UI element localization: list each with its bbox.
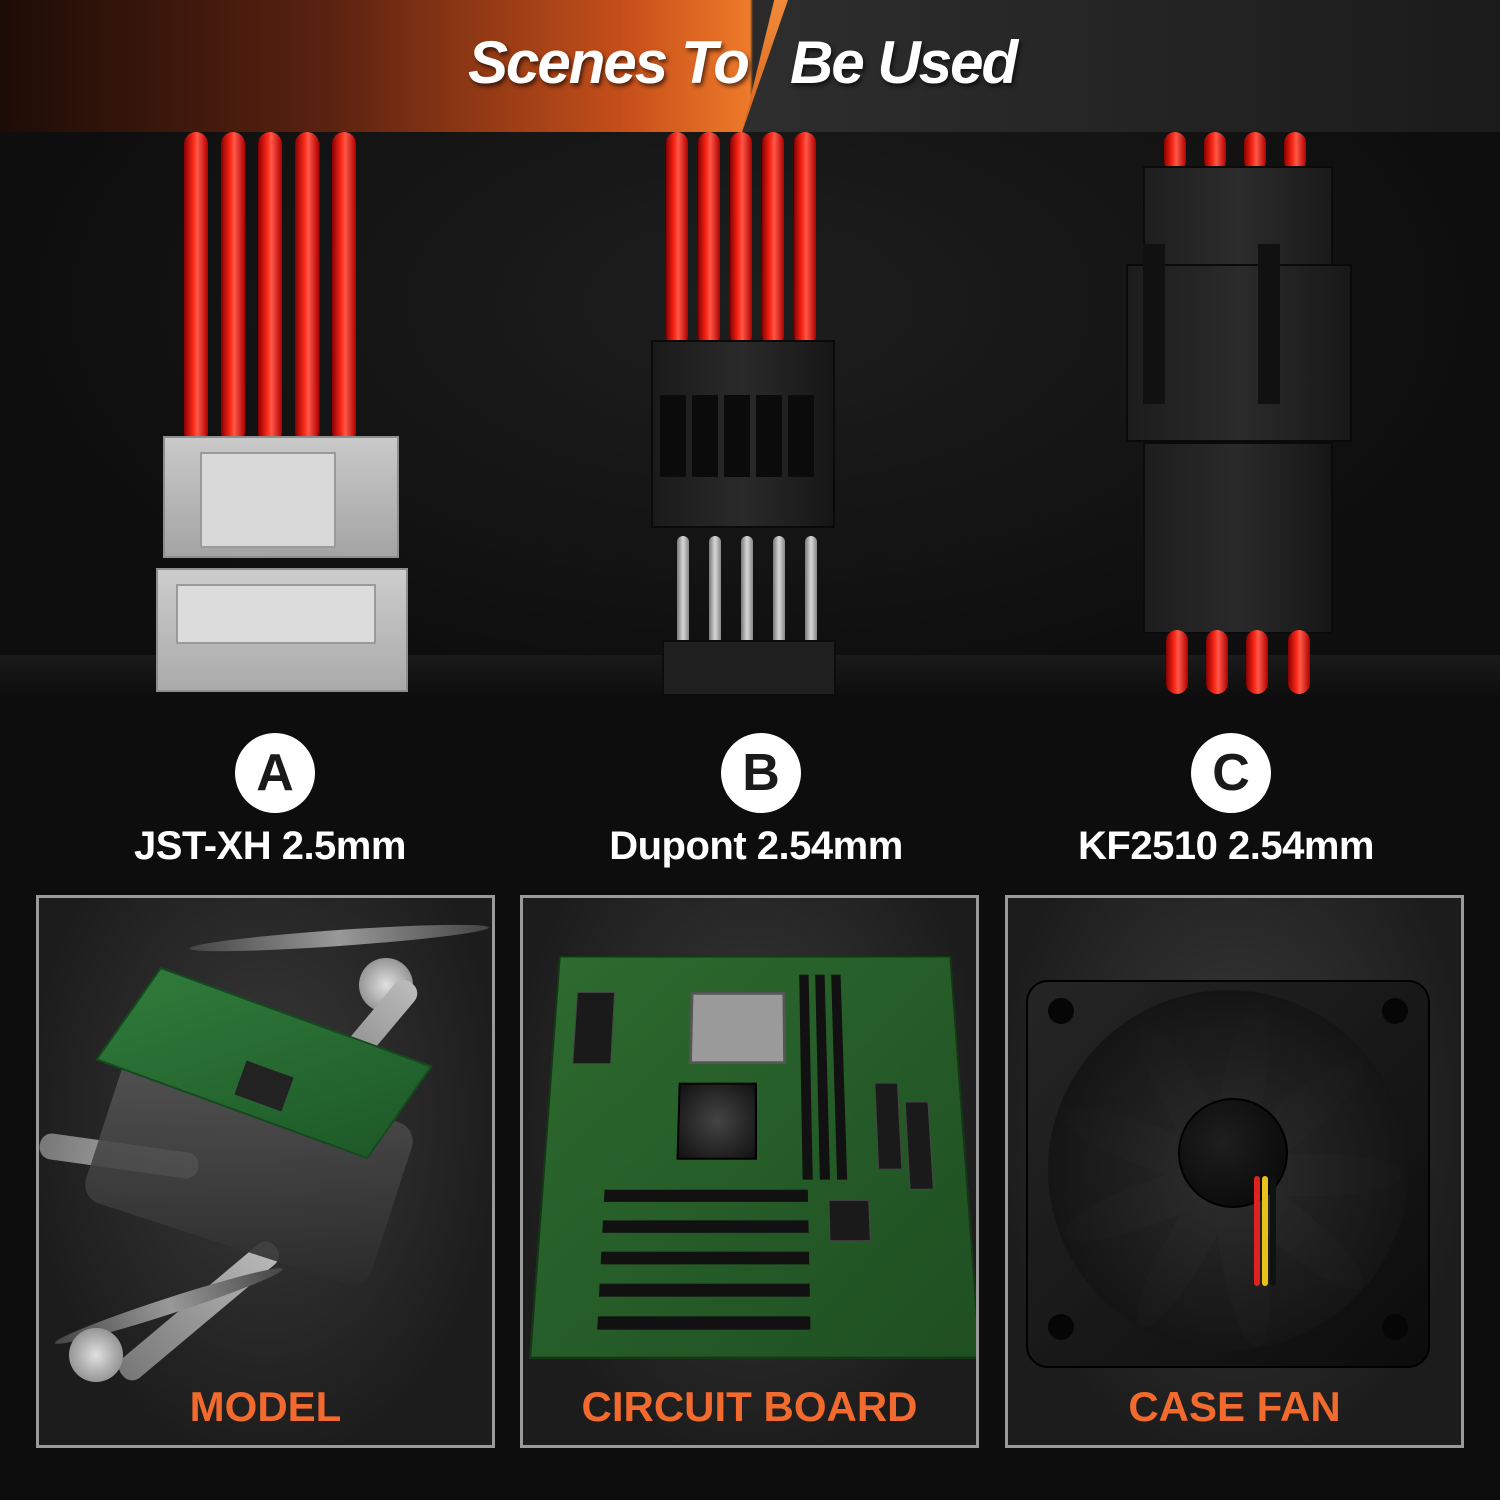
title-right: Be Used bbox=[790, 29, 1018, 96]
scene-caption-case-fan: CASE FAN bbox=[1128, 1383, 1341, 1430]
header-banner: Scenes To Be Used bbox=[0, 0, 1500, 132]
banner-dark-section bbox=[742, 0, 1500, 132]
scene-caption-model: MODEL bbox=[189, 1383, 342, 1430]
badge-a: A bbox=[235, 733, 315, 813]
scene-panel-case-fan: CASE FAN bbox=[1005, 895, 1464, 1448]
scene-panel-circuit-board: CIRCUIT BOARD bbox=[520, 895, 979, 1448]
connector-label-jst: JST-XH 2.5mm bbox=[134, 824, 406, 868]
connector-label-dupont: Dupont 2.54mm bbox=[609, 824, 903, 868]
badge-c: C bbox=[1191, 733, 1271, 813]
scene-panel-model: MODEL bbox=[36, 895, 495, 1448]
scene-caption-circuit-board: CIRCUIT BOARD bbox=[581, 1383, 918, 1430]
title-left: Scenes To bbox=[468, 29, 750, 96]
connector-label-kf2510: KF2510 2.54mm bbox=[1078, 824, 1374, 868]
badge-b: B bbox=[721, 733, 801, 813]
motherboard-icon bbox=[528, 955, 976, 1359]
